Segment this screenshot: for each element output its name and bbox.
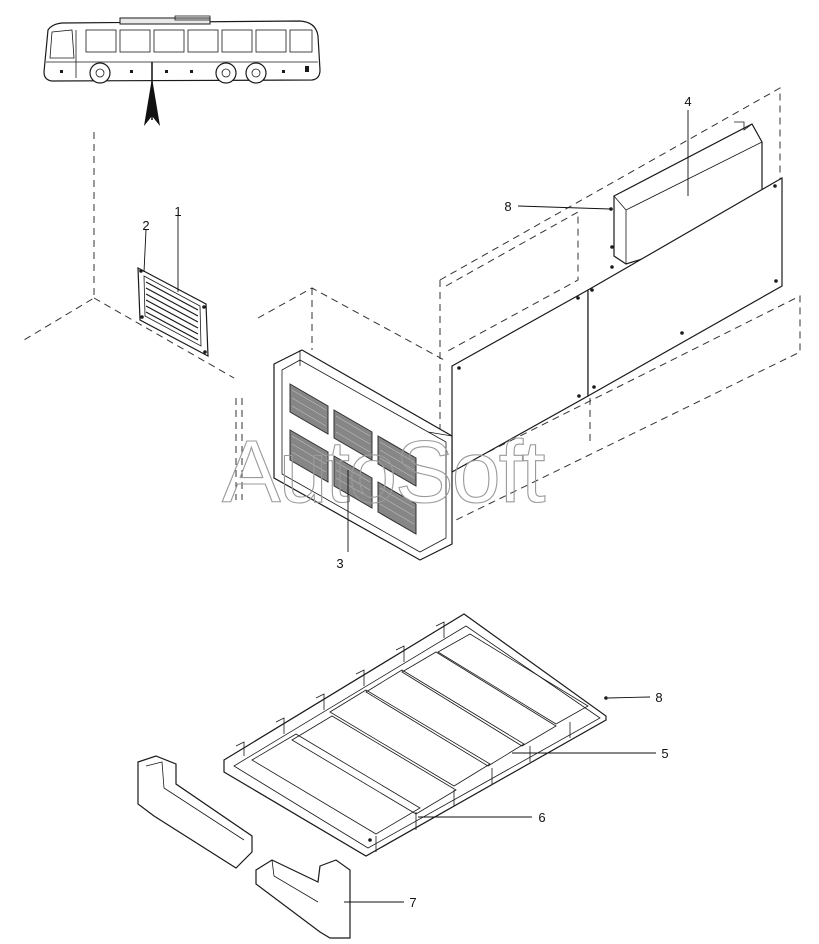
callout-8-lower-label: 8 [655,690,662,705]
callout-6: 6 [418,810,546,825]
callout-7: 7 [344,895,417,910]
side-access-panels [451,176,783,474]
callout-1: 1 [174,204,182,292]
callout-2: 2 [142,218,150,273]
callout-8-lower: 8 [607,690,663,705]
callout-5: 5 [512,746,669,761]
lower-tray-frame [223,613,608,857]
watermark-text: AutoSoft [222,422,545,521]
callout-1-label: 1 [174,204,181,219]
large-mesh-grille [273,349,453,561]
callout-5-label: 5 [661,746,668,761]
view-direction-arrow [144,62,160,126]
bus-locator-icon [43,15,321,84]
callout-4-label: 4 [684,94,691,109]
callout-7-label: 7 [409,895,416,910]
small-vent-grille [137,266,209,358]
callout-8-upper-label: 8 [504,199,511,214]
callout-8-upper: 8 [504,199,611,214]
callout-6-label: 6 [538,810,545,825]
callout-3: 3 [336,470,349,571]
callout-3-label: 3 [336,556,343,571]
callout-4: 4 [684,94,692,196]
corner-trim-pieces [137,755,351,939]
callout-2-label: 2 [142,218,149,233]
